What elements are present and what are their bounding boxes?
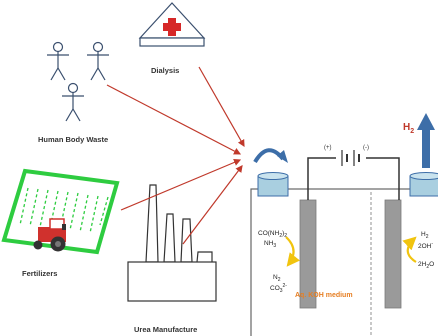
- urea-reactant: CO(NH2)2: [258, 230, 287, 239]
- urea-manufacture-label: Urea Manufacture: [134, 325, 197, 334]
- anode-cap: [257, 172, 289, 197]
- h2-output-label: H2: [403, 122, 414, 135]
- medical-cross-icon: [138, 2, 206, 47]
- dialysis-label: Dialysis: [151, 66, 179, 75]
- battery-icon: [336, 150, 366, 166]
- field-icon: [1, 168, 120, 255]
- cathode-cap: [409, 172, 438, 197]
- medium-label: Aq. KOH medium: [295, 292, 353, 299]
- nitrogen-product: N2: [273, 274, 281, 283]
- carbonate-product: CO32-: [270, 283, 287, 294]
- anode-reaction-arrow: [285, 236, 301, 267]
- source-arrows: [106, 66, 245, 245]
- cell-container: [250, 188, 438, 336]
- rotate-arrow-icon: [253, 148, 288, 164]
- stick-figure-icon: [47, 41, 69, 81]
- hydrogen-product: H2: [421, 231, 429, 240]
- water-reactant: 2H2O: [418, 261, 434, 270]
- human-body-waste-label: Human Body Waste: [38, 135, 108, 144]
- ammonia-reactant: NH3: [264, 240, 276, 249]
- stick-figure-icon: [62, 82, 84, 122]
- cathode-reaction-arrow: [402, 236, 417, 263]
- battery-plus-label: (+): [324, 145, 332, 151]
- factory-icon: [127, 184, 217, 302]
- battery-minus-label: (-): [363, 145, 369, 151]
- h2-output-arrow: [417, 113, 435, 168]
- hydroxide-product: 2OH-: [418, 241, 433, 250]
- electrolysis-cell: (+) (-) H2 CO(NH2)2 NH3 N2 C: [250, 113, 438, 336]
- fertilizers-label: Fertilizers: [22, 269, 57, 278]
- cathode-electrode: [384, 199, 402, 309]
- stick-figure-icon: [87, 41, 109, 81]
- tractor-icon: [33, 218, 66, 252]
